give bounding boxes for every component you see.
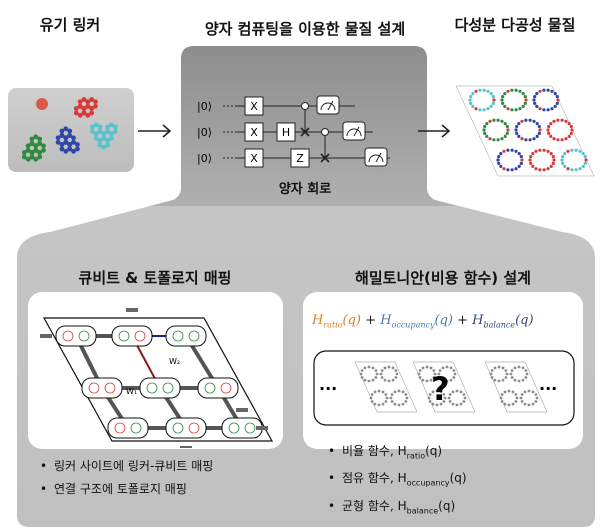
linker-molecules [21, 97, 118, 162]
gate-x-3: X [250, 152, 258, 165]
candidate-structures: ··· ··· ? [313, 350, 575, 426]
quantum-design-title: 양자 컴퓨팅을 이용한 물질 설계 [204, 20, 406, 38]
quantum-circuit: |0⟩ |0⟩ |0⟩ X X X H Z [197, 95, 390, 168]
h-occupancy-term: Hoccupancy(q) [380, 313, 453, 330]
red-linker [73, 97, 98, 118]
question-mark: ? [431, 370, 450, 408]
hamiltonian-bullet: •균형 함수, Hbalance(q) [328, 498, 456, 516]
organic-linker-title: 유기 링커 [39, 16, 101, 34]
qubit-state-1: |0⟩ [197, 100, 212, 113]
porous-material-title: 다성분 다공성 물질 [454, 16, 576, 34]
qubit-state-3: |0⟩ [197, 152, 212, 165]
right-ellipsis: ··· [539, 379, 557, 398]
gate-z: Z [296, 152, 304, 165]
mapping-bullet: •링커 사이트에 링커-큐비트 매핑 [40, 459, 214, 473]
plus-sign: + [365, 313, 377, 328]
h-balance-term: Hbalance(q) [472, 313, 534, 330]
gate-x-1: X [250, 100, 258, 113]
h-ratio-term: Hratio(q) [312, 313, 361, 330]
hamiltonian-title: 해밀토니안(비용 함수) 설계 [355, 269, 531, 287]
w2-label: W₂ [169, 357, 180, 366]
blue-linker [55, 126, 80, 154]
w1-label: W₁ [126, 387, 137, 396]
circuit-label: 양자 회로 [278, 182, 332, 197]
gate-h: H [282, 126, 290, 139]
hamiltonian-bullet: •비율 함수, Hratio(q) [328, 444, 443, 461]
porous-framework [455, 85, 595, 177]
mapping-title: 큐비트 & 토폴로지 매핑 [78, 269, 232, 287]
sphere-linker [36, 98, 48, 110]
hamiltonian-bullet: •점유 함수, Hoccupancy(q) [328, 471, 467, 488]
left-ellipsis: ··· [319, 379, 337, 398]
hamiltonian-expression: Hratio(q) + Hoccupancy(q) + Hbalance(q) [312, 313, 534, 330]
plus-sign: + [457, 313, 469, 328]
gate-x-2: X [250, 126, 258, 139]
green-linker [21, 134, 46, 162]
cyan-linker [89, 122, 118, 150]
hamiltonian-bullets: •비율 함수, Hratio(q) •점유 함수, Hoccupancy(q) … [328, 440, 467, 522]
topology-mapping-diagram: W₁ W₂ [40, 308, 274, 448]
mapping-bullets: •링커 사이트에 링커-큐비트 매핑 •연결 구조에 토폴로지 매핑 [40, 455, 213, 501]
mapping-bullet: •연결 구조에 토폴로지 매핑 [40, 482, 187, 496]
qubit-state-2: |0⟩ [197, 126, 212, 139]
